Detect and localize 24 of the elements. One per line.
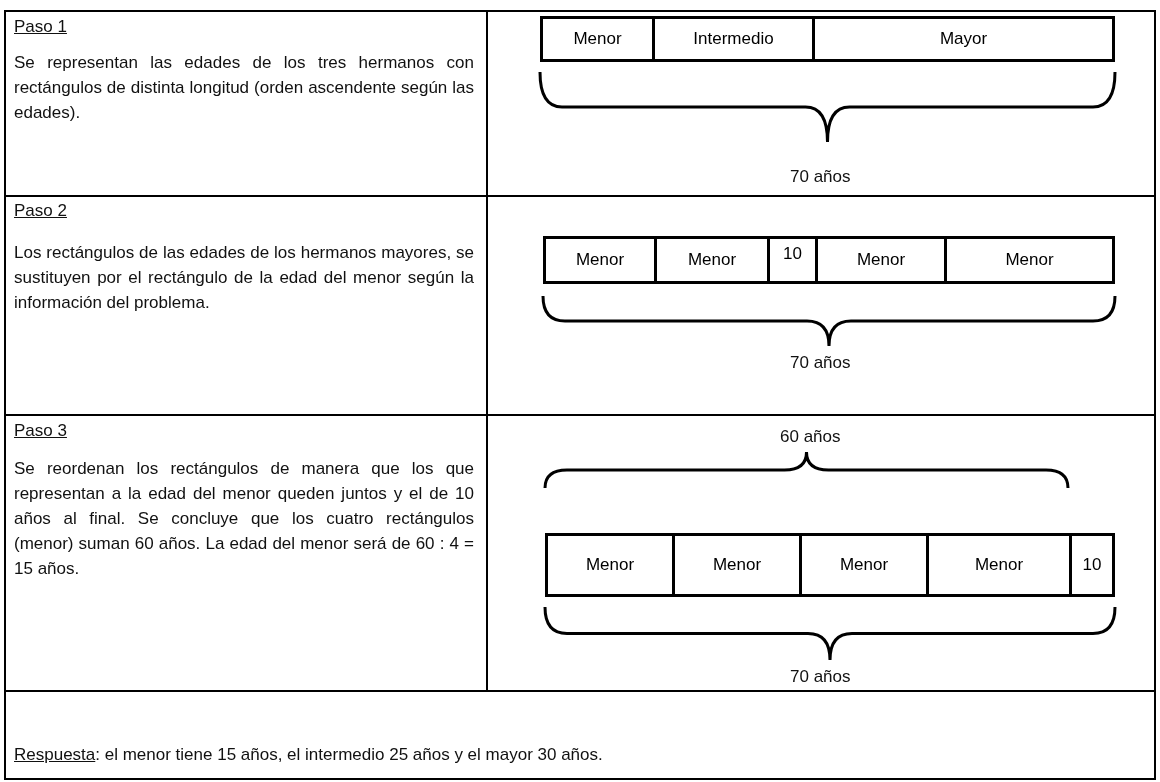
bar-segment: Menor [815, 236, 947, 284]
step-description: Se representan las edades de los tres hermanos con rectángulos de distinta longitud (orden ascendente según las edades). [14, 52, 474, 124]
step-heading: Paso 3 [14, 420, 68, 442]
bar-segment: Menor [944, 236, 1115, 284]
bar-segment: Menor [543, 236, 657, 284]
bar-segment: Menor [926, 533, 1072, 597]
step-heading: Paso 1 [14, 16, 68, 38]
step-description: Los rectángulos de las edades de los hermanos mayores, se sustituyen por el rectángulo de la edad del menor según la información del problema. [14, 242, 474, 314]
measure-label: 70 años [790, 166, 851, 188]
step-description: Se reordenan los rectángulos de manera que los que representan a la edad del menor queden juntos y el de 10 años al final. Se concluye que los cuatro rectángulos (menor) suman 60 años. La edad del menor será de 60 : 4 = 15 años. [14, 458, 474, 580]
measure-label: 70 años [790, 352, 851, 374]
bar-segment: Menor [672, 533, 802, 597]
bar-segment: Menor [545, 533, 675, 597]
bar-segment: Menor [799, 533, 929, 597]
measure-label: 70 años [790, 666, 851, 688]
bar-segment: 10 [767, 236, 818, 284]
bar-segment: Mayor [812, 16, 1115, 62]
step-heading: Paso 2 [14, 200, 68, 222]
bar-segment: 10 [1069, 533, 1115, 597]
measure-label: 60 años [780, 426, 841, 448]
bar-segment: Intermedio [652, 16, 815, 62]
answer-text: Respuesta: el menor tiene 15 años, el intermedio 25 años y el mayor 30 años. [14, 744, 604, 766]
bar-segment: Menor [654, 236, 770, 284]
bar-segment: Menor [540, 16, 655, 62]
